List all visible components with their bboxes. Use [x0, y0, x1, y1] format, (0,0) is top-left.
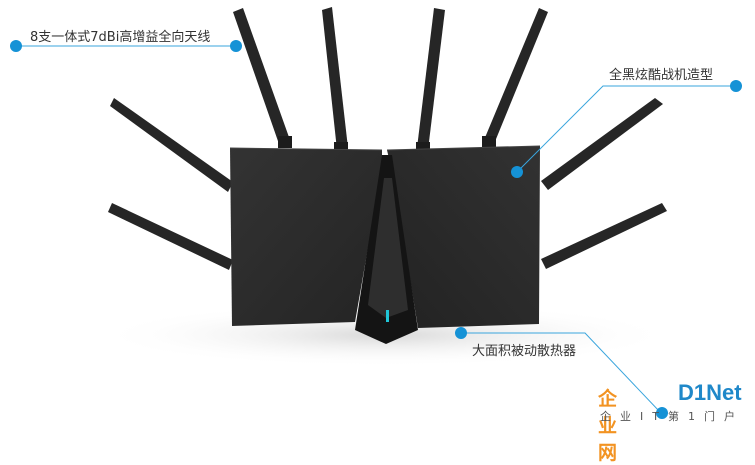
callout-dot [511, 166, 523, 178]
callout-dot [230, 40, 242, 52]
antenna-hinge [416, 142, 430, 152]
callout-dot [455, 327, 467, 339]
callout-antenna-text: 8支一体式7dBi高增益全向天线 [30, 30, 211, 45]
antenna [541, 98, 663, 190]
router-left-panel [230, 148, 382, 326]
callout-design-text: 全黑炫酷战机造型 [609, 68, 714, 83]
antenna [417, 8, 445, 150]
callout-dot [10, 40, 22, 52]
callout-lines [16, 45, 736, 413]
status-light [386, 310, 389, 322]
antenna-hinge [334, 142, 348, 152]
watermark-brand-en: D1Net [678, 380, 742, 405]
router-body [229, 145, 541, 344]
watermark-subtitle: 企业IT第1门户 [600, 410, 744, 423]
site-watermark: 企业网 D1Net 企业IT第1门户 [592, 380, 755, 464]
antenna [322, 7, 348, 150]
callout-dot [730, 80, 742, 92]
callout-dot [656, 407, 668, 419]
router-fin-inner [368, 178, 408, 318]
callout-cooling-text: 大面积被动散热器 [472, 344, 577, 359]
router-product-image [10, 7, 742, 419]
antenna [233, 8, 290, 144]
antenna [541, 203, 667, 269]
router-right-panel [387, 146, 540, 328]
callout-line-design [516, 85, 736, 173]
callout-line-cooling [461, 332, 661, 413]
antenna-group [108, 7, 667, 270]
antenna [484, 8, 548, 144]
antenna-hinge [482, 136, 496, 148]
antenna-hinge [278, 136, 292, 148]
antenna [108, 203, 233, 270]
antenna [110, 98, 233, 192]
